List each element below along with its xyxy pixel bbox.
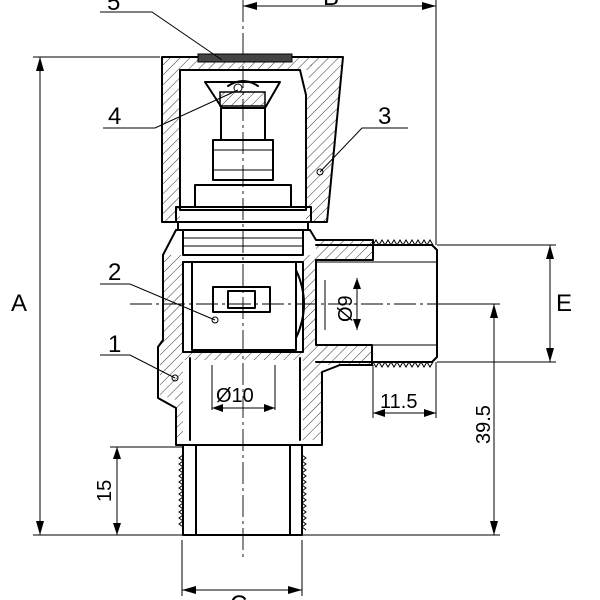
headpart-knurl <box>219 91 266 107</box>
outlet-thread-top <box>372 239 434 246</box>
callout-3-label: 3 <box>378 103 391 130</box>
body-outline <box>157 229 374 446</box>
outlet-thread-bottom <box>372 361 434 368</box>
dimension-39-5-label: 39.5 <box>473 405 495 444</box>
callout-4-label: 4 <box>108 103 121 130</box>
dimension-a-label: A <box>11 290 27 317</box>
dimension-lines <box>33 0 556 596</box>
cartridge-side <box>295 269 305 339</box>
inlet-thread-left <box>178 454 184 528</box>
handle-hatch-left <box>162 57 180 222</box>
inlet-port <box>178 444 307 536</box>
headpart-top-ring <box>227 80 259 87</box>
dimension-dia10-label: Ø10 <box>216 385 254 407</box>
dimension-c-label: C <box>230 591 247 600</box>
body-right-wall <box>303 240 373 440</box>
cartridge-slot <box>227 290 256 309</box>
spindle-lower <box>212 139 274 181</box>
dimension-b-label: B <box>323 0 339 11</box>
cartridge <box>191 261 297 351</box>
valve-body <box>157 229 374 446</box>
dimension-e-label: E <box>556 290 572 317</box>
cap-plate <box>197 53 293 63</box>
dimension-11-5-label: 11.5 <box>380 391 417 413</box>
gland-nut <box>175 184 312 256</box>
callout-2-label: 2 <box>108 259 121 286</box>
callout-5-label: 5 <box>107 0 120 16</box>
body-left-wall <box>160 255 183 440</box>
dimension-15-label: 15 <box>94 480 116 502</box>
cartridge-window <box>212 286 271 313</box>
headpart <box>204 80 281 181</box>
callout-1-label: 1 <box>108 331 121 358</box>
callout-leaders <box>100 11 408 382</box>
inlet-outline <box>182 444 303 536</box>
cap <box>197 53 293 63</box>
body-bottom-wall <box>183 352 303 360</box>
inlet-thread-right <box>301 454 307 531</box>
handle-inner <box>179 69 307 211</box>
handle-hatch-right <box>306 57 343 222</box>
dimension-dia9-label: Ø9 <box>335 295 357 322</box>
